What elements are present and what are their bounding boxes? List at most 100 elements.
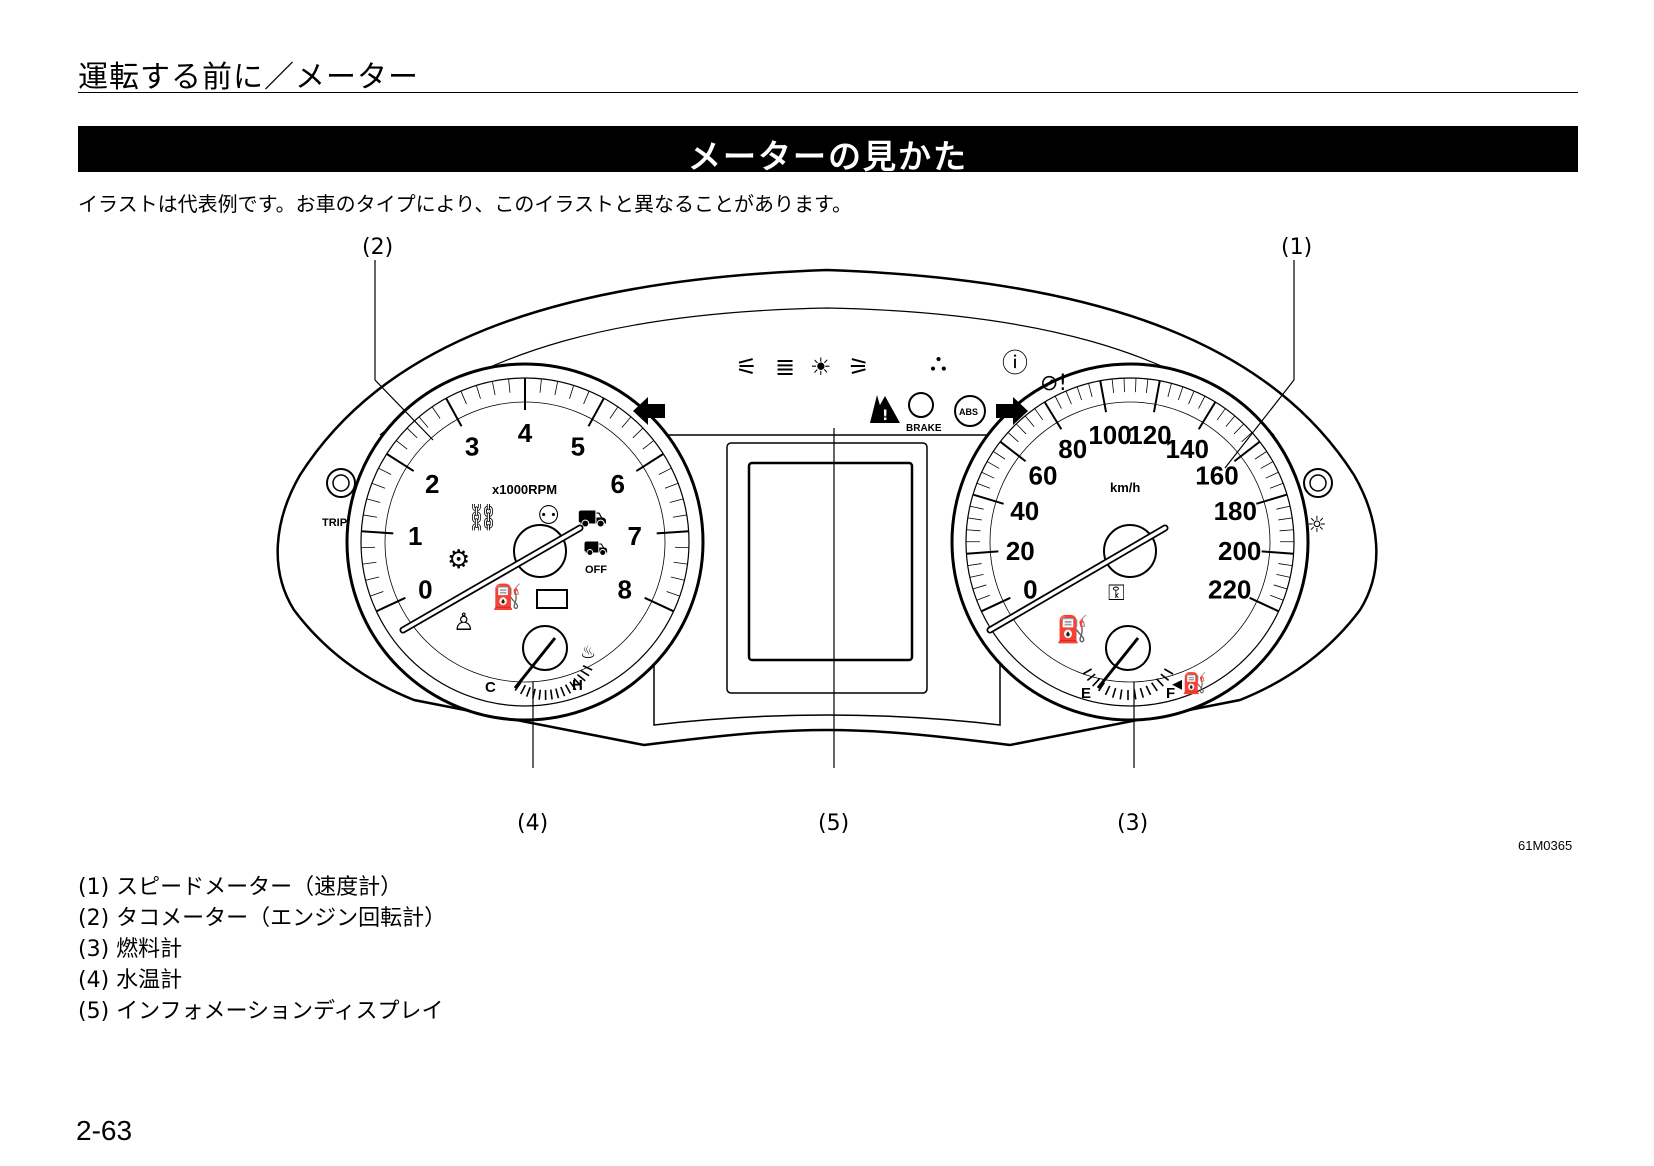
legend-item-1: (1) スピードメーター（速度計） bbox=[78, 875, 403, 900]
gauge-tick-label: 140 bbox=[1166, 434, 1209, 464]
minor-tick bbox=[621, 416, 632, 428]
minor-tick bbox=[972, 584, 987, 590]
fuel-pump-icon: ⛽ bbox=[1056, 614, 1088, 645]
page-header-title: 運転する前に／メーター bbox=[78, 60, 419, 95]
gauge-tick-label: 5 bbox=[571, 432, 585, 462]
major-tick bbox=[635, 453, 664, 472]
major-tick bbox=[386, 453, 415, 472]
minor-tick bbox=[378, 467, 392, 475]
water-temp-icon: ♨ bbox=[580, 642, 596, 663]
low-beam-icon: ≣ bbox=[775, 353, 795, 381]
major-tick bbox=[375, 596, 406, 613]
callout-2: (2) bbox=[362, 235, 393, 260]
minor-tick bbox=[642, 440, 655, 450]
gauge-tick-label: 3 bbox=[465, 432, 479, 462]
minor-tick bbox=[666, 591, 680, 597]
minor-tick bbox=[1276, 573, 1291, 578]
tpms-icon: ⓘ bbox=[1002, 349, 1028, 379]
gauge-tick-label: 180 bbox=[1214, 496, 1257, 526]
rpm-unit-label: x1000RPM bbox=[492, 482, 557, 497]
sub-gauge-tick bbox=[573, 677, 582, 687]
4wd-icon: ⛬ bbox=[930, 348, 947, 376]
minor-tick bbox=[363, 514, 378, 518]
minor-tick bbox=[1111, 378, 1115, 393]
minor-tick bbox=[1265, 471, 1279, 479]
minor-tick bbox=[1270, 594, 1284, 601]
gauge-tick-label: 20 bbox=[1006, 536, 1035, 566]
minor-tick bbox=[967, 563, 982, 566]
figure-id: 61M0365 bbox=[1518, 838, 1573, 853]
major-tick bbox=[644, 596, 675, 613]
major-tick bbox=[980, 596, 1011, 613]
gauge-tick-label: 8 bbox=[617, 574, 631, 604]
minor-tick bbox=[673, 561, 688, 565]
minor-tick bbox=[1269, 482, 1284, 489]
gauge-tick-label: 220 bbox=[1208, 574, 1251, 604]
sub-gauge-tick bbox=[525, 687, 531, 697]
gauge-tick-label: 7 bbox=[628, 521, 642, 551]
gauge-tick-label: 0 bbox=[418, 574, 432, 604]
minor-tick bbox=[1135, 378, 1137, 393]
temp-gauge-hub bbox=[522, 625, 568, 671]
minor-tick bbox=[1178, 386, 1184, 401]
speed-unit-label: km/h bbox=[1110, 480, 1140, 495]
gauge-tick-label: 6 bbox=[611, 469, 625, 499]
minor-tick bbox=[418, 416, 429, 428]
esp-icon: ⛟ bbox=[577, 504, 607, 532]
minor-tick bbox=[1188, 390, 1195, 405]
minor-tick bbox=[362, 561, 377, 565]
major-tick bbox=[1099, 380, 1108, 413]
gauge-tick-label: 0 bbox=[1023, 574, 1037, 604]
minor-tick bbox=[1276, 505, 1291, 510]
major-tick bbox=[966, 550, 999, 555]
temp-high-label: H bbox=[572, 677, 583, 694]
minor-tick bbox=[365, 576, 380, 581]
major-tick bbox=[1256, 493, 1288, 505]
minor-tick bbox=[1241, 432, 1253, 443]
minor-tick bbox=[1198, 395, 1206, 409]
sub-gauge-tick bbox=[1150, 682, 1158, 692]
brake-label: BRAKE bbox=[906, 423, 942, 434]
section-title: メーターの見かた bbox=[688, 137, 968, 176]
minor-tick bbox=[491, 381, 496, 396]
minor-tick bbox=[976, 594, 990, 601]
sub-gauge-tick bbox=[1139, 687, 1145, 698]
sub-gauge-tick bbox=[1111, 687, 1117, 698]
legend-item-2: (2) タコメーター（エンジン回転計） bbox=[78, 906, 447, 931]
fuel-empty-label: E bbox=[1081, 685, 1091, 702]
fuel-gauge-hub bbox=[1105, 625, 1151, 671]
gauge-tick-label: 40 bbox=[1010, 496, 1039, 526]
info-display-screen bbox=[747, 461, 914, 662]
sub-gauge-tick bbox=[580, 669, 590, 677]
legend-list: (1) スピードメーター（速度計） (2) タコメーター（エンジン回転計） (3… bbox=[78, 872, 446, 1027]
major-tick bbox=[1197, 401, 1217, 430]
temp-low-label: C bbox=[485, 679, 496, 696]
minor-tick bbox=[1260, 461, 1274, 469]
minor-tick bbox=[539, 378, 542, 393]
engine-check-icon: ⚙ bbox=[447, 545, 470, 575]
minor-tick bbox=[1076, 386, 1082, 401]
minor-tick bbox=[1145, 378, 1149, 393]
section-heading-bar: メーターの見かた bbox=[78, 126, 1578, 176]
minor-tick bbox=[1054, 395, 1062, 409]
minor-tick bbox=[1216, 408, 1226, 421]
high-beam-icon: ⚞ bbox=[848, 353, 870, 381]
legend-item-3: (3) 燃料計 bbox=[78, 937, 183, 962]
minor-tick bbox=[508, 378, 511, 393]
sub-gauge-tick bbox=[1086, 673, 1096, 682]
callout-4: (4) bbox=[517, 811, 548, 836]
turn-right-icon bbox=[996, 397, 1028, 425]
tachometer-ticks bbox=[361, 378, 689, 613]
trip-label: TRIP bbox=[322, 517, 347, 529]
illumination-icon: ☼ bbox=[1307, 513, 1327, 538]
passenger-seatbelt-icon: ♙ bbox=[453, 608, 475, 636]
minor-tick bbox=[1065, 390, 1072, 405]
immobilizer-key-icon: ⚿ bbox=[1108, 581, 1125, 606]
minor-tick bbox=[664, 482, 679, 489]
gauge-tick-label: 2 bbox=[425, 469, 439, 499]
minor-tick bbox=[1279, 529, 1294, 532]
